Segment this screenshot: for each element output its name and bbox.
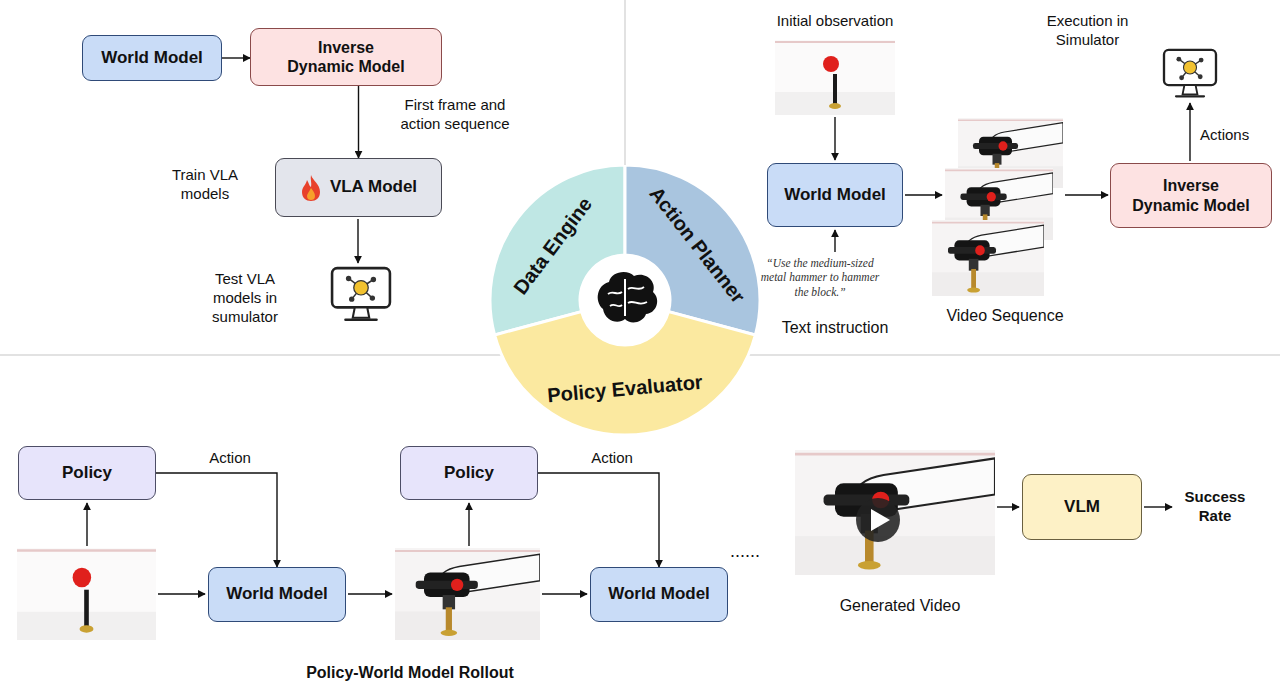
node-label: VLM — [1064, 497, 1100, 517]
text-label: Generated Video — [810, 596, 990, 616]
policy-box: Policy — [400, 446, 538, 500]
edge-label: First frame and action sequence — [390, 96, 520, 134]
divider-line — [624, 0, 626, 166]
text-label: Initial observation — [740, 12, 930, 31]
wheel-sector-shape — [490, 165, 625, 335]
text-label: Test VLA models in sumulator — [195, 270, 295, 326]
flow-arrow — [905, 194, 942, 195]
node-label: VLA Model — [330, 177, 417, 197]
node-label: World Model — [784, 185, 886, 205]
node-label: Policy — [444, 463, 494, 483]
flow-arrow — [86, 503, 87, 546]
connector — [222, 57, 250, 58]
node-label: World Model — [226, 584, 328, 604]
vlm-box: VLM — [1022, 474, 1142, 540]
wheel-sector-shape — [495, 312, 756, 435]
model-box: World Model — [767, 163, 903, 227]
policy-box: Policy — [18, 446, 156, 500]
flame-icon — [307, 188, 315, 200]
simulator-monitor — [1164, 50, 1216, 96]
connector — [156, 473, 277, 567]
play-button — [871, 509, 890, 531]
node-label: World Model — [101, 48, 203, 68]
text-label: Policy-World Model Rollout — [230, 663, 590, 683]
flow-arrow — [997, 506, 1019, 507]
brain-icon — [598, 272, 657, 323]
video-frame — [795, 450, 995, 575]
brain-icon — [624, 279, 626, 316]
node-label: Policy — [62, 463, 112, 483]
play-button — [856, 498, 900, 542]
flow-arrow — [834, 117, 835, 160]
observation-image — [775, 40, 895, 115]
flow-arrow — [1144, 506, 1172, 507]
wheel-sector-shape — [625, 165, 760, 335]
text-label: ...... — [715, 540, 775, 563]
model-box: World Model — [208, 567, 346, 622]
play-button — [856, 498, 900, 542]
text-label: Success Rate — [1175, 488, 1255, 526]
flow-arrow — [834, 230, 835, 252]
flame-icon — [300, 174, 322, 202]
flow-arrow — [1189, 103, 1190, 161]
observation-image — [17, 40, 895, 640]
video-frame — [395, 118, 1063, 640]
edge-label: Action — [582, 449, 642, 468]
brain-icon — [610, 305, 622, 307]
node-label: World Model — [608, 584, 710, 604]
flow-arrow — [1065, 194, 1108, 195]
flow-arrow — [158, 593, 205, 594]
wheel-sector: Policy Evaluator — [490, 165, 760, 435]
node-label: Inverse Dynamic Model — [263, 38, 429, 76]
flame-icon — [302, 175, 320, 201]
video-frame — [395, 548, 540, 640]
model-box: VLA Model — [275, 158, 442, 217]
flow-arrow — [357, 219, 358, 263]
text-label: “Use the medium-sized metal hammer to ha… — [755, 256, 885, 299]
edge-label: Action — [200, 449, 260, 468]
model-box: World Model — [590, 567, 728, 622]
divider-line — [747, 354, 1280, 356]
divider-line — [0, 354, 503, 356]
node-label: Inverse Dynamic Model — [1123, 176, 1259, 214]
simulator-monitor — [332, 268, 390, 320]
connector — [358, 86, 359, 158]
observation-image — [17, 548, 156, 640]
flow-arrow — [468, 503, 469, 546]
divider-line — [0, 0, 1280, 355]
simulator-monitor — [332, 50, 1216, 320]
text-label: Execution in Simulator — [1030, 12, 1145, 50]
model-box: Inverse Dynamic Model — [1110, 163, 1272, 228]
model-box: World Model — [82, 35, 222, 81]
flow-arrow — [348, 593, 392, 594]
video-frame — [932, 220, 1044, 296]
text-label: Video Sequence — [920, 306, 1090, 326]
connector — [538, 473, 659, 567]
text-label: Actions — [1200, 126, 1270, 145]
model-box: Inverse Dynamic Model — [250, 28, 442, 86]
brain-icon — [628, 302, 647, 304]
text-label: Train VLA models — [150, 166, 260, 204]
brain-icon — [608, 292, 622, 294]
flow-arrow — [87, 103, 1190, 594]
flow-arrow — [542, 593, 587, 594]
brain-icon — [628, 287, 644, 289]
text-label: Text instruction — [745, 318, 925, 338]
